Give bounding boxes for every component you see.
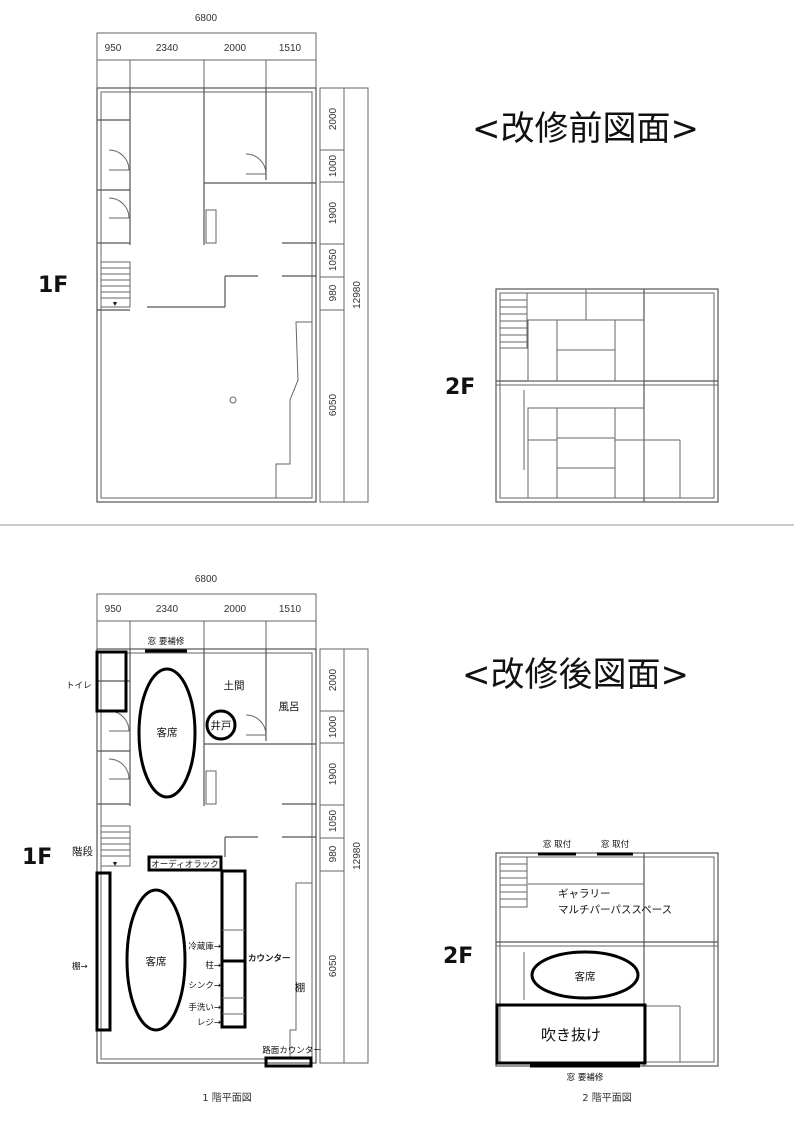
label-seats-lower: 客席 bbox=[146, 955, 167, 968]
dim-right-seg: 1050 bbox=[328, 248, 339, 271]
label-audio-rack: オーディオラック bbox=[151, 859, 218, 870]
label-pillar: 柱→ bbox=[205, 960, 221, 971]
dim-right-seg: 980 bbox=[328, 845, 339, 862]
label-multipurpose: マルチパーパススペース bbox=[558, 904, 672, 916]
outer-wall-1f bbox=[96, 87, 317, 503]
floor-label-1f: 1F bbox=[38, 273, 68, 298]
label-gallery: ギャラリー bbox=[558, 888, 611, 900]
outer-wall-2f bbox=[495, 288, 719, 503]
label-shelf-left: 棚→ bbox=[72, 961, 88, 972]
caption-1f: 1 階平面図 bbox=[202, 1092, 252, 1104]
void-box bbox=[495, 1003, 647, 1065]
label-stairs: 階段 bbox=[72, 845, 93, 858]
label-window-install: 窓 取付 bbox=[543, 839, 572, 850]
dim-top-total: 6800 bbox=[195, 13, 218, 24]
label-well: 井戸 bbox=[211, 719, 232, 732]
well-circle bbox=[205, 709, 237, 741]
label-window-install: 窓 取付 bbox=[601, 839, 630, 850]
dim-top-seg: 1510 bbox=[279, 604, 302, 615]
label-handwash: 手洗い→ bbox=[188, 1002, 221, 1013]
dim-top-total: 6800 bbox=[195, 574, 218, 585]
seating-ellipse-upper bbox=[137, 667, 197, 799]
dim-right-seg: 1000 bbox=[328, 154, 339, 177]
counter-box bbox=[220, 869, 247, 1029]
label-doma: 土間 bbox=[224, 679, 245, 692]
label-void: 吹き抜け bbox=[541, 1026, 601, 1044]
label-counter: カウンター bbox=[248, 953, 291, 964]
dim-top-seg: 1510 bbox=[279, 43, 302, 54]
label-window-repair: 窓 要補修 bbox=[148, 636, 185, 647]
dim-right-seg: 980 bbox=[328, 284, 339, 301]
label-toilet: トイレ bbox=[66, 681, 92, 691]
heading-after: <改修後図面> bbox=[462, 655, 689, 695]
dim-top-seg: 2340 bbox=[156, 604, 179, 615]
heading-before: <改修前図面> bbox=[472, 109, 699, 149]
caption-2f: 2 階平面図 bbox=[582, 1092, 632, 1104]
floor-label-1f: 1F bbox=[22, 845, 52, 870]
before-plan: 6800 950 2340 2000 1510 bbox=[38, 13, 719, 503]
dim-right-seg: 6050 bbox=[328, 393, 339, 416]
label-shelf-right: 棚 bbox=[295, 981, 306, 994]
seating-ellipse-2f bbox=[530, 950, 640, 1000]
dim-top-seg: 2340 bbox=[156, 43, 179, 54]
dim-right-total: 12980 bbox=[352, 842, 363, 870]
audio-rack-box bbox=[147, 855, 223, 872]
dim-top-seg: 950 bbox=[105, 43, 122, 54]
dim-right-seg: 6050 bbox=[328, 954, 339, 977]
floor-label-2f: 2F bbox=[443, 944, 473, 969]
after-plan: 6800 950 2340 2000 1510 bbox=[22, 574, 719, 1104]
dim-top-seg: 2000 bbox=[224, 604, 247, 615]
outer-wall-2f bbox=[495, 852, 719, 1067]
floor-label-2f: 2F bbox=[445, 375, 475, 400]
dim-top-seg: 2000 bbox=[224, 43, 247, 54]
left-shelf-box bbox=[95, 871, 112, 1032]
dim-top-seg: 950 bbox=[105, 604, 122, 615]
label-window-repair-2f: 窓 要補修 bbox=[567, 1072, 604, 1083]
dim-right-seg: 1000 bbox=[328, 715, 339, 738]
label-bath: 風呂 bbox=[279, 701, 300, 713]
dim-right-seg: 1050 bbox=[328, 809, 339, 832]
label-sink: シンク→ bbox=[188, 981, 221, 991]
label-seats-2f: 客席 bbox=[575, 970, 596, 983]
dim-right-seg: 2000 bbox=[328, 668, 339, 691]
label-register: レジ→ bbox=[197, 1018, 221, 1028]
seating-ellipse-lower bbox=[125, 888, 187, 1032]
dim-right-total: 12980 bbox=[352, 281, 363, 309]
dim-right-seg: 1900 bbox=[328, 762, 339, 785]
dim-right-seg: 1900 bbox=[328, 201, 339, 224]
outer-wall-1f bbox=[96, 648, 317, 1064]
label-seats-upper: 客席 bbox=[157, 726, 178, 739]
front-counter-box bbox=[264, 1056, 313, 1068]
label-front-counter: 路面カウンター bbox=[262, 1045, 322, 1056]
dim-right-seg: 2000 bbox=[328, 107, 339, 130]
label-fridge: 冷蔵庫→ bbox=[188, 941, 221, 952]
toilet-box bbox=[95, 650, 128, 713]
